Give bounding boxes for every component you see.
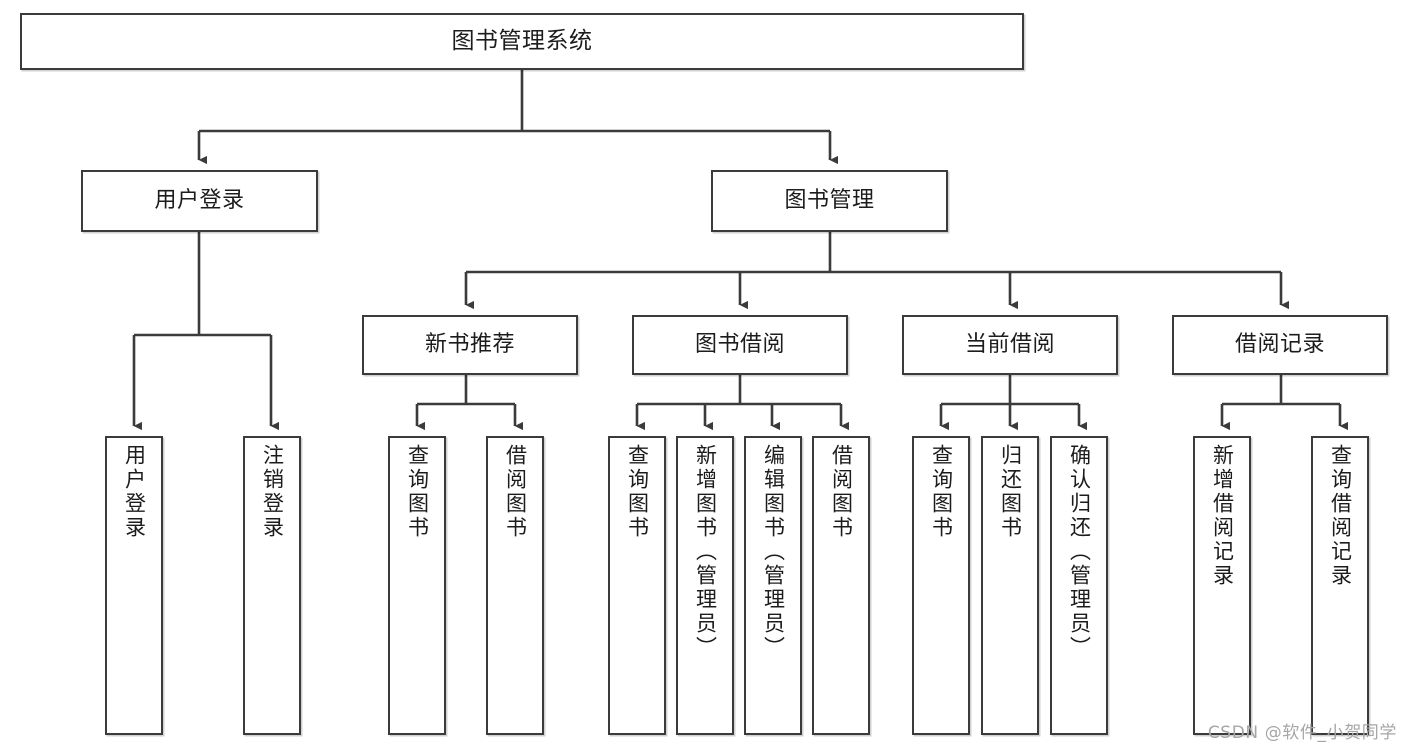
node-label: 图书借阅 [694,332,785,358]
watermark: CSDN @软件_小贺同学 [1207,723,1397,743]
node-leaf-confirm-return-admin[interactable]: 确认归还（管理员） [1050,436,1108,735]
node-leaf-query-books-current[interactable]: 查询图书 [912,436,970,735]
node-leaf-return-books[interactable]: 归还图书 [981,436,1039,735]
node-new-book-recommendation[interactable]: 新书推荐 [362,315,578,375]
node-leaf-add-book-admin[interactable]: 新增图书（管理员） [676,436,734,735]
node-leaf-query-books-newbook[interactable]: 查询图书 [388,436,446,735]
node-label: 用户登录 [154,188,245,214]
node-label: 注销登录 [260,444,285,540]
node-book-borrowing[interactable]: 图书借阅 [632,315,848,375]
node-leaf-logout[interactable]: 注销登录 [243,436,301,735]
node-label: 查询图书 [625,444,650,540]
node-label: 新增借阅记录 [1210,444,1235,588]
node-root-book-management-system[interactable]: 图书管理系统 [20,13,1024,70]
node-leaf-user-login[interactable]: 用户登录 [105,436,163,735]
node-label: 查询图书 [405,444,430,540]
node-label: 确认归还（管理员） [1067,444,1092,660]
node-label: 借阅记录 [1234,332,1325,358]
node-label: 用户登录 [122,444,147,540]
node-leaf-borrow-books-newbook[interactable]: 借阅图书 [486,436,544,735]
node-leaf-edit-book-admin[interactable]: 编辑图书（管理员） [744,436,802,735]
node-leaf-query-books-borrow[interactable]: 查询图书 [608,436,666,735]
node-label: 图书管理 [784,188,875,214]
node-label: 当前借阅 [964,332,1055,358]
node-leaf-add-borrow-record[interactable]: 新增借阅记录 [1193,436,1251,735]
node-label: 查询借阅记录 [1328,444,1353,588]
node-user-login[interactable]: 用户登录 [81,170,318,232]
node-label: 编辑图书（管理员） [761,444,786,660]
node-label: 查询图书 [929,444,954,540]
node-current-borrowing[interactable]: 当前借阅 [902,315,1118,375]
node-leaf-borrow-books[interactable]: 借阅图书 [812,436,870,735]
node-label: 借阅图书 [829,444,854,540]
node-label: 归还图书 [998,444,1023,540]
node-borrowing-records[interactable]: 借阅记录 [1172,315,1388,375]
node-label: 新书推荐 [424,332,515,358]
node-leaf-query-borrow-record[interactable]: 查询借阅记录 [1311,436,1369,735]
node-book-management[interactable]: 图书管理 [711,170,948,232]
node-label: 图书管理系统 [451,28,593,55]
node-label: 新增图书（管理员） [693,444,718,660]
node-label: 借阅图书 [503,444,528,540]
